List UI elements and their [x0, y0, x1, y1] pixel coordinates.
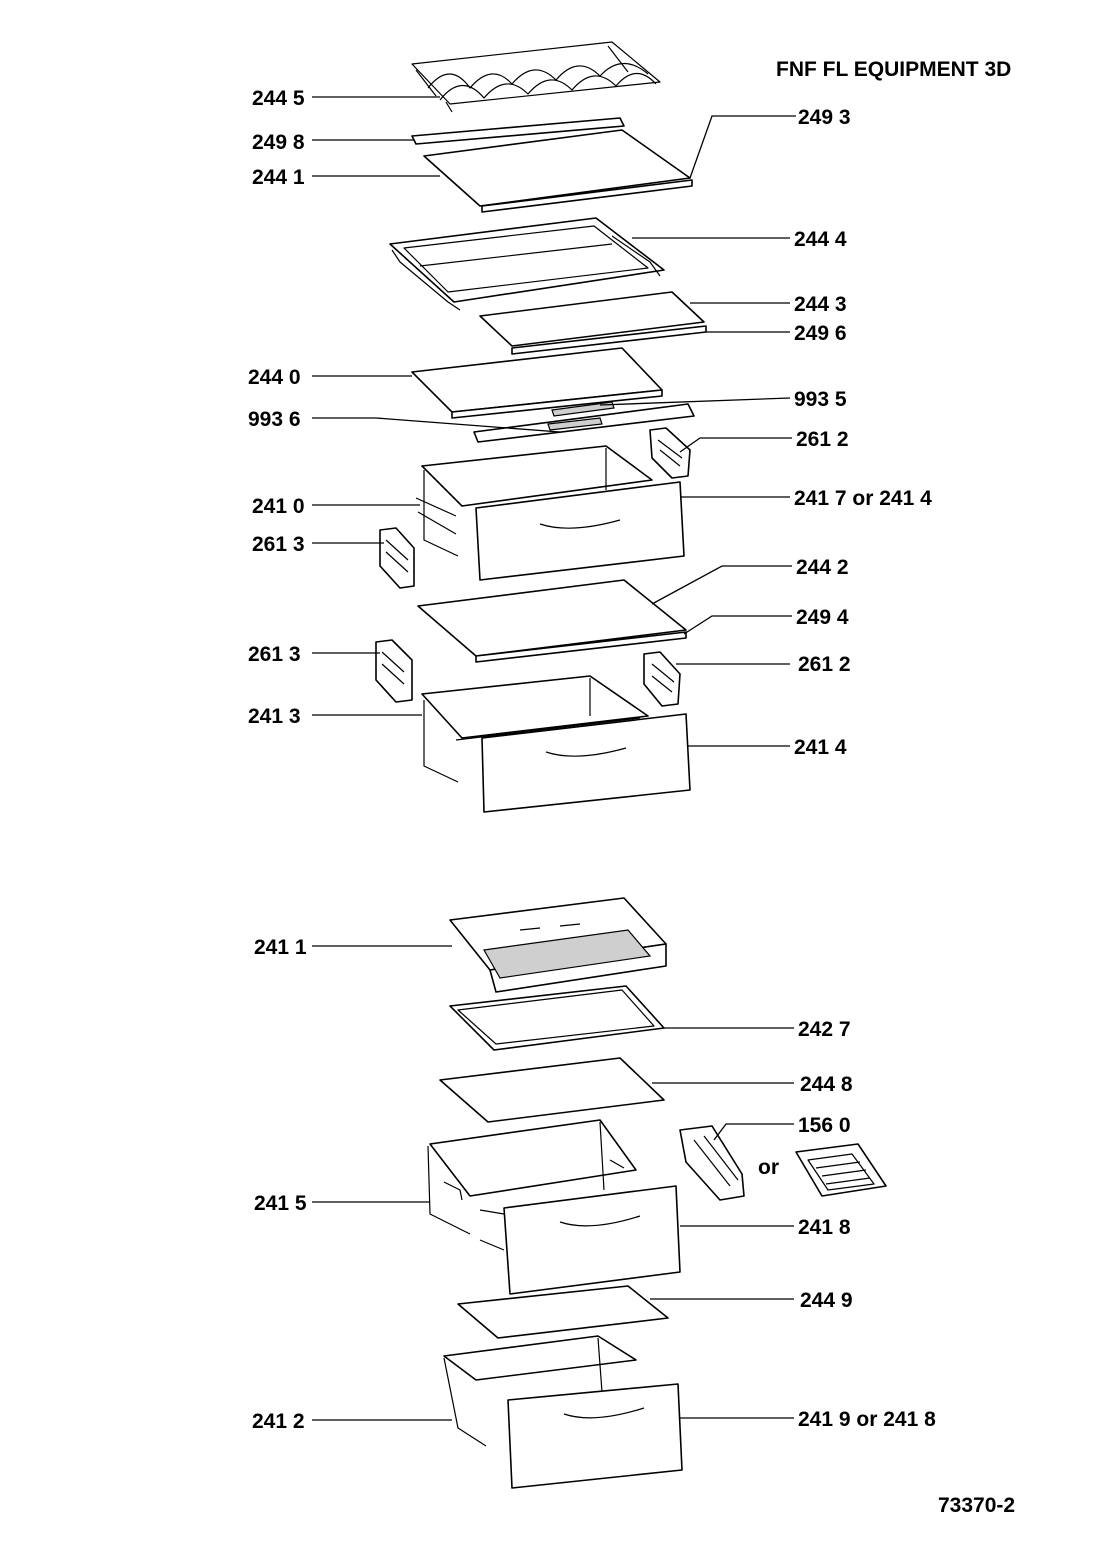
freezer-drawer-upper-part	[415, 445, 685, 581]
label-2411: 241 1	[254, 936, 307, 959]
label-1560: 156 0	[798, 1114, 851, 1137]
rail-bracket-right-lower-part	[643, 651, 681, 707]
label-2413: 241 3	[248, 705, 301, 728]
label-2448: 244 8	[800, 1073, 853, 1096]
label-2494: 249 4	[796, 606, 849, 629]
label-2417-or-2414: 241 7 or 241 4	[794, 487, 932, 510]
label-9936: 993 6	[248, 408, 301, 431]
part-labels: 244 5 249 8 244 1 249 3 244 4 244 3 249 …	[248, 87, 936, 1433]
label-2410: 241 0	[252, 495, 305, 518]
label-2612-upper: 261 2	[796, 428, 849, 451]
rail-bracket-left-lower-part	[375, 639, 413, 703]
label-2443: 244 3	[794, 293, 847, 316]
drawing-number: 73370-2	[938, 1494, 1015, 1517]
ice-cube-tray-part	[795, 1143, 887, 1197]
label-2412: 241 2	[252, 1410, 305, 1433]
label-2449: 244 9	[800, 1289, 853, 1312]
shelf-frame-part	[389, 217, 665, 311]
leader-lines	[312, 96, 796, 1421]
label-2612-lower: 261 2	[798, 653, 851, 676]
freezer-drawer-bottom-part	[443, 1335, 683, 1489]
label-9935: 993 5	[794, 388, 847, 411]
label-2442: 244 2	[796, 556, 849, 579]
glass-plate-lower-part	[439, 1057, 665, 1123]
label-2418: 241 8	[798, 1216, 851, 1239]
shelf-trim-part	[411, 117, 625, 145]
rail-bracket-right-upper-part	[649, 427, 691, 479]
label-2415: 241 5	[254, 1192, 307, 1215]
glass-plate-bottom-part	[457, 1285, 669, 1339]
or-label: or	[758, 1156, 779, 1179]
label-2427: 242 7	[798, 1018, 851, 1041]
freezer-drawer-lower-part	[427, 1119, 681, 1295]
label-2613-upper: 261 3	[252, 533, 305, 556]
tray-frame-part	[449, 985, 665, 1051]
ice-maker-part	[679, 1125, 745, 1201]
label-2440: 244 0	[248, 366, 301, 389]
label-2613-lower: 261 3	[248, 643, 301, 666]
label-2441: 244 1	[252, 166, 305, 189]
glass-shelf-middle-part	[417, 579, 687, 663]
label-2498: 249 8	[252, 131, 305, 154]
label-2419-or-2418: 241 9 or 241 8	[798, 1408, 936, 1431]
rail-bracket-left-upper-part	[379, 527, 415, 589]
glass-shelf-part	[423, 129, 693, 213]
freezer-drawer-middle-part	[421, 675, 691, 813]
diagram-title: FNF FL EQUIPMENT 3D	[776, 58, 1011, 81]
label-2445: 244 5	[252, 87, 305, 110]
glass-shelf-large-part	[411, 347, 663, 419]
label-2444: 244 4	[794, 228, 847, 251]
wine-rack-part	[411, 41, 661, 113]
label-2493: 249 3	[798, 106, 851, 129]
label-2496: 249 6	[794, 322, 847, 345]
control-strip-part	[473, 401, 695, 443]
glass-plate-part	[479, 291, 707, 355]
label-2414: 241 4	[794, 736, 847, 759]
grid-tray-part	[449, 897, 667, 993]
